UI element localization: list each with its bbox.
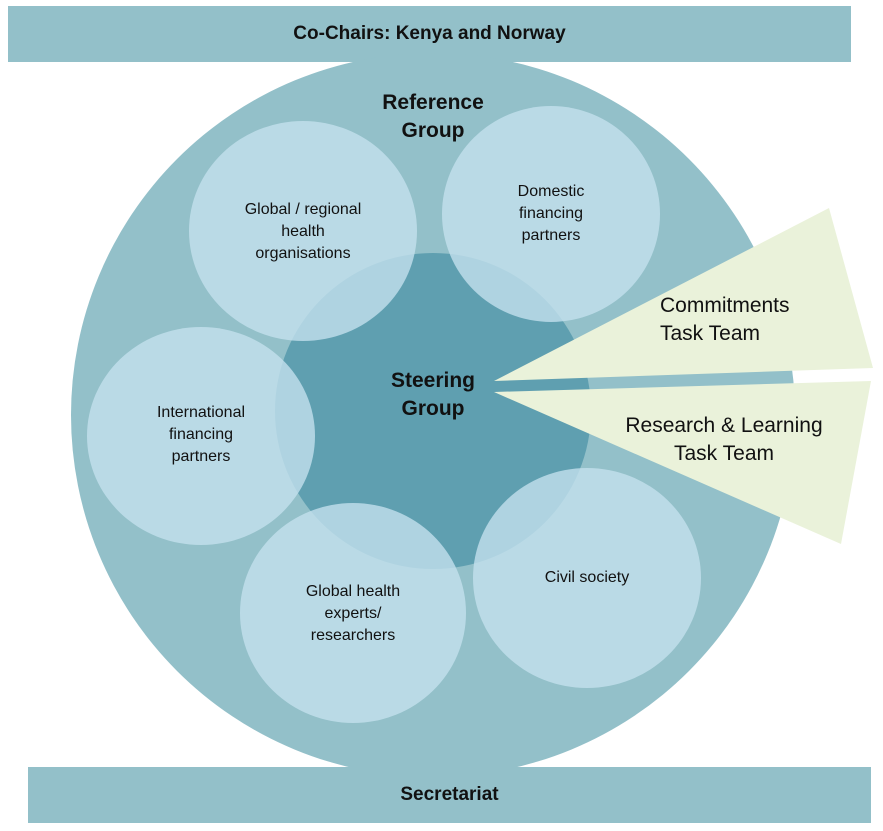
member-circle-domestic: [442, 106, 660, 322]
reference-group-label: Reference Group: [382, 91, 484, 142]
experts-label: Global health experts/ researchers: [305, 583, 401, 644]
international-label: International financing partners: [156, 404, 246, 465]
commitments-task-team-label: Commitments Task Team: [660, 294, 790, 345]
co-chairs-label: Co-Chairs: Kenya and Norway: [293, 23, 566, 44]
member-circle-civil-society: [473, 468, 701, 688]
steering-group-circle: [275, 253, 591, 569]
commitments-task-team-wedge: [494, 208, 873, 381]
research-task-team-label: Research & Learning Task Team: [625, 414, 823, 465]
member-circle-global-regional: [189, 121, 417, 341]
member-circle-experts: [240, 503, 466, 723]
civil-society-label: Civil society: [544, 569, 630, 586]
secretariat-bar: Secretariat: [28, 767, 871, 823]
secretariat-label: Secretariat: [400, 784, 499, 805]
steering-group-label: Steering Group: [390, 369, 476, 420]
member-circle-international: [87, 327, 315, 545]
research-task-team-wedge: [494, 381, 871, 544]
domestic-label: Domestic financing partners: [517, 183, 585, 244]
co-chairs-bar: Co-Chairs: Kenya and Norway: [8, 6, 851, 62]
global-regional-label: Global / regional health organisations: [244, 201, 362, 262]
